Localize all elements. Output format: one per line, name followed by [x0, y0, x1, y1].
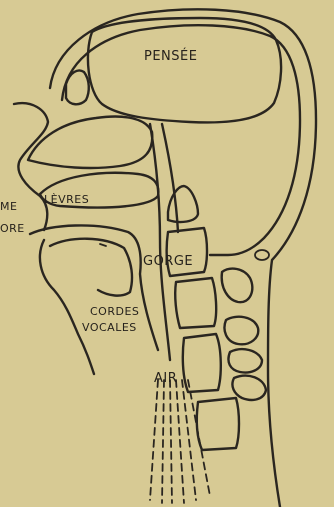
- label-left-fragment-1: ME: [0, 200, 17, 213]
- label-air: AIR: [154, 371, 177, 386]
- label-left-fragment-2: ORE: [0, 222, 25, 235]
- label-vocal-cords-line2: VOCALES: [82, 321, 137, 334]
- label-vocal-cords-line1: CORDES: [90, 305, 139, 318]
- label-lips: LÈVRES: [44, 193, 89, 206]
- label-throat: GORGE: [143, 254, 193, 269]
- label-thought: PENSÉE: [144, 48, 197, 64]
